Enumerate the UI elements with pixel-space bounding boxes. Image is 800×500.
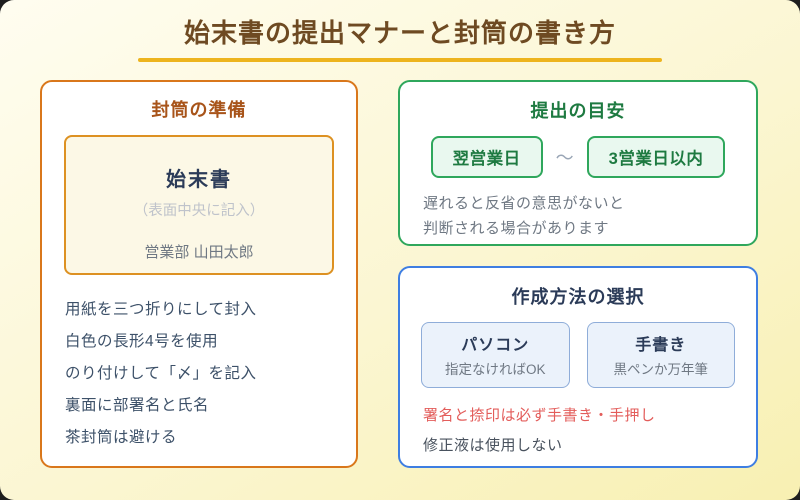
option-title: パソコン [461,337,530,354]
option-subtitle: 黒ペンか万年筆 [613,362,709,377]
timing-chips-row: 翌営業日 〜 3営業日以内 [400,136,756,178]
option-pc: パソコン 指定なければOK [421,322,570,388]
title-underline [138,58,662,62]
page-title: 始末書の提出マナーと封筒の書き方 [183,18,616,48]
method-warning: 署名と捺印は必ず手書き・手押し [423,407,656,424]
envelope-illustration: 始末書 （表面中央に記入） 営業部 山田太郎 [64,135,334,275]
method-note: 修正液は使用しない [423,437,563,454]
envelope-sublabel: （表面中央に記入） [133,203,265,219]
list-item: 茶封筒は避ける [65,429,178,446]
option-subtitle: 指定なければOK [444,362,546,377]
header: 始末書の提出マナーと封筒の書き方 [0,0,800,62]
envelope-panel: 封筒の準備 始末書 （表面中央に記入） 営業部 山田太郎 用紙を三つ折りにして封… [40,80,358,468]
right-column: 提出の目安 翌営業日 〜 3営業日以内 遅れると反省の意思がないと 判断される場… [398,80,758,468]
timing-chip-end: 3営業日以内 [586,136,726,178]
content: 封筒の準備 始末書 （表面中央に記入） 営業部 山田太郎 用紙を三つ折りにして封… [40,80,758,468]
timing-note: 遅れると反省の意思がないと 判断される場合があります [423,191,756,241]
method-panel: 作成方法の選択 パソコン 指定なければOK 手書き 黒ペンか万年筆 署名と捺印は… [398,266,758,468]
envelope-label: 始末書 [166,169,232,191]
list-item: 白色の長形4号を使用 [65,333,219,350]
timing-panel-title: 提出の目安 [530,101,626,121]
list-item: のり付けして「〆」を記入 [65,365,257,382]
envelope-tips-list: 用紙を三つ折りにして封入 白色の長形4号を使用 のり付けして「〆」を記入 裏面に… [42,294,356,454]
method-options-row: パソコン 指定なければOK 手書き 黒ペンか万年筆 [421,322,735,388]
list-item: 裏面に部署名と氏名 [65,397,210,414]
timing-chip-start: 翌営業日 [430,136,543,178]
timing-note-line: 判断される場合があります [423,220,610,237]
envelope-panel-title: 封筒の準備 [151,100,247,120]
tilde-connector: 〜 [555,148,574,168]
option-title: 手書き [635,337,687,354]
envelope-sender: 営業部 山田太郎 [144,244,254,261]
timing-note-line: 遅れると反省の意思がないと [423,195,625,212]
list-item: 用紙を三つ折りにして封入 [65,301,257,318]
timing-panel: 提出の目安 翌営業日 〜 3営業日以内 遅れると反省の意思がないと 判断される場… [398,80,758,246]
option-handwriting: 手書き 黒ペンか万年筆 [586,322,735,388]
method-panel-title: 作成方法の選択 [511,287,645,307]
